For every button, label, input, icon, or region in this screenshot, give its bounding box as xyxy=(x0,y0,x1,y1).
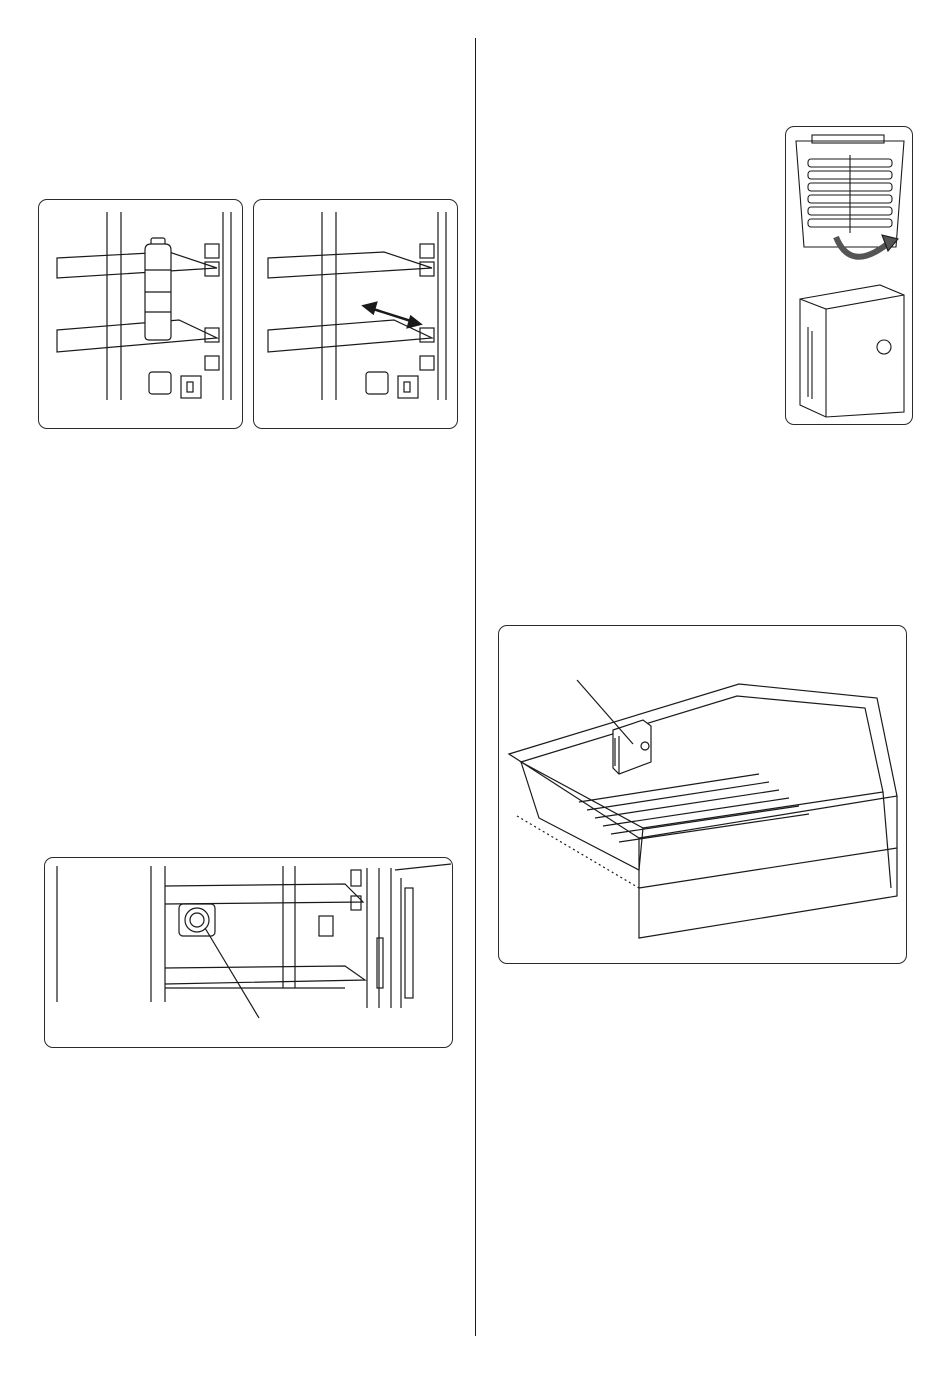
column-divider xyxy=(475,38,476,1336)
fridge-interior-figure xyxy=(44,857,453,1048)
callout-line xyxy=(577,680,633,744)
filter-rotate-illustration xyxy=(786,127,913,425)
filter-cartridge-icon xyxy=(800,285,904,417)
shelf-adjust-illustration xyxy=(254,200,458,429)
shelf-bottle-illustration xyxy=(39,200,243,429)
crisper-drawer-illustration xyxy=(499,626,907,964)
crisper-drawer-figure xyxy=(498,625,907,964)
callout-line xyxy=(205,928,259,1018)
shelf-bottle-figure xyxy=(38,199,243,429)
filter-cover-figure xyxy=(785,126,913,425)
bottle-icon xyxy=(145,238,171,340)
fan-icon xyxy=(179,904,215,936)
double-arrow-icon xyxy=(364,303,420,327)
shelf-adjust-figure xyxy=(253,199,458,429)
interior-fan-illustration xyxy=(45,858,453,1048)
